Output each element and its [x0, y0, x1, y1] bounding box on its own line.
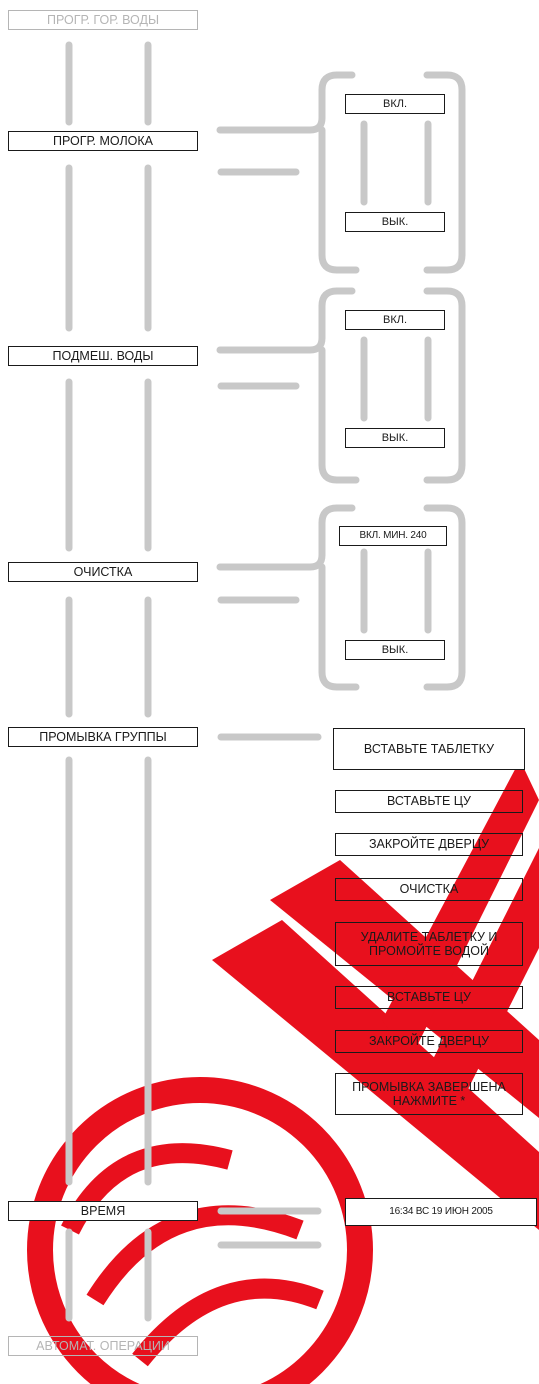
menu-item-milk-prog[interactable]: ПРОГР. МОЛОКА: [8, 131, 198, 151]
menu-item-label: АВТОМАТ. ОПЕРАЦИИ: [36, 1338, 170, 1353]
option-label: ВЫК.: [381, 643, 409, 656]
option-label: ВЫК.: [381, 431, 409, 444]
rinse-step: ВСТАВЬТЕ ЦУ: [335, 986, 523, 1009]
option-label: ВКЛ.: [382, 313, 408, 326]
rinse-step: ВСТАВЬТЕ ТАБЛЕТКУ: [333, 728, 525, 770]
menu-item-cleaning[interactable]: ОЧИСТКА: [8, 562, 198, 582]
menu-item-auto-operations[interactable]: АВТОМАТ. ОПЕРАЦИИ: [8, 1336, 198, 1356]
time-display: 16:34 ВС 19 ИЮН 2005: [345, 1198, 537, 1226]
rinse-step: ОЧИСТКА: [335, 878, 523, 901]
rinse-step: ВСТАВЬТЕ ЦУ: [335, 790, 523, 813]
cleaning-option-off[interactable]: ВЫК.: [345, 640, 445, 660]
option-label: ВЫК.: [381, 215, 409, 228]
cleaning-option-on[interactable]: ВКЛ. МИН. 240: [339, 526, 447, 546]
menu-item-label: ПРОГР. ГОР. ВОДЫ: [46, 12, 160, 27]
menu-item-label: ПРОГР. МОЛОКА: [53, 133, 153, 148]
menu-item-label: ВРЕМЯ: [80, 1203, 126, 1218]
menu-item-water-mix[interactable]: ПОДМЕШ. ВОДЫ: [8, 346, 198, 366]
menu-item-label: ОЧИСТКА: [73, 564, 133, 579]
rinse-step: ЗАКРОЙТЕ ДВЕРЦУ: [335, 1030, 523, 1053]
option-label: ВКЛ.: [382, 97, 408, 110]
water-option-off[interactable]: ВЫК.: [345, 428, 445, 448]
water-option-on[interactable]: ВКЛ.: [345, 310, 445, 330]
milk-option-off[interactable]: ВЫК.: [345, 212, 445, 232]
option-label: ВКЛ. МИН. 240: [359, 530, 427, 542]
rinse-step: ПРОМЫВКА ЗАВЕРШЕНА НАЖМИТЕ *: [335, 1073, 523, 1115]
rinse-step: УДАЛИТЕ ТАБЛЕТКУ И ПРОМОЙТЕ ВОДОЙ: [335, 922, 523, 966]
menu-item-group-rinse[interactable]: ПРОМЫВКА ГРУППЫ: [8, 727, 198, 747]
menu-item-label: ПРОМЫВКА ГРУППЫ: [39, 729, 167, 744]
menu-item-time[interactable]: ВРЕМЯ: [8, 1201, 198, 1221]
menu-item-hot-water-prog[interactable]: ПРОГР. ГОР. ВОДЫ: [8, 10, 198, 30]
menu-item-label: ПОДМЕШ. ВОДЫ: [52, 348, 154, 363]
rinse-step: ЗАКРОЙТЕ ДВЕРЦУ: [335, 833, 523, 856]
milk-option-on[interactable]: ВКЛ.: [345, 94, 445, 114]
